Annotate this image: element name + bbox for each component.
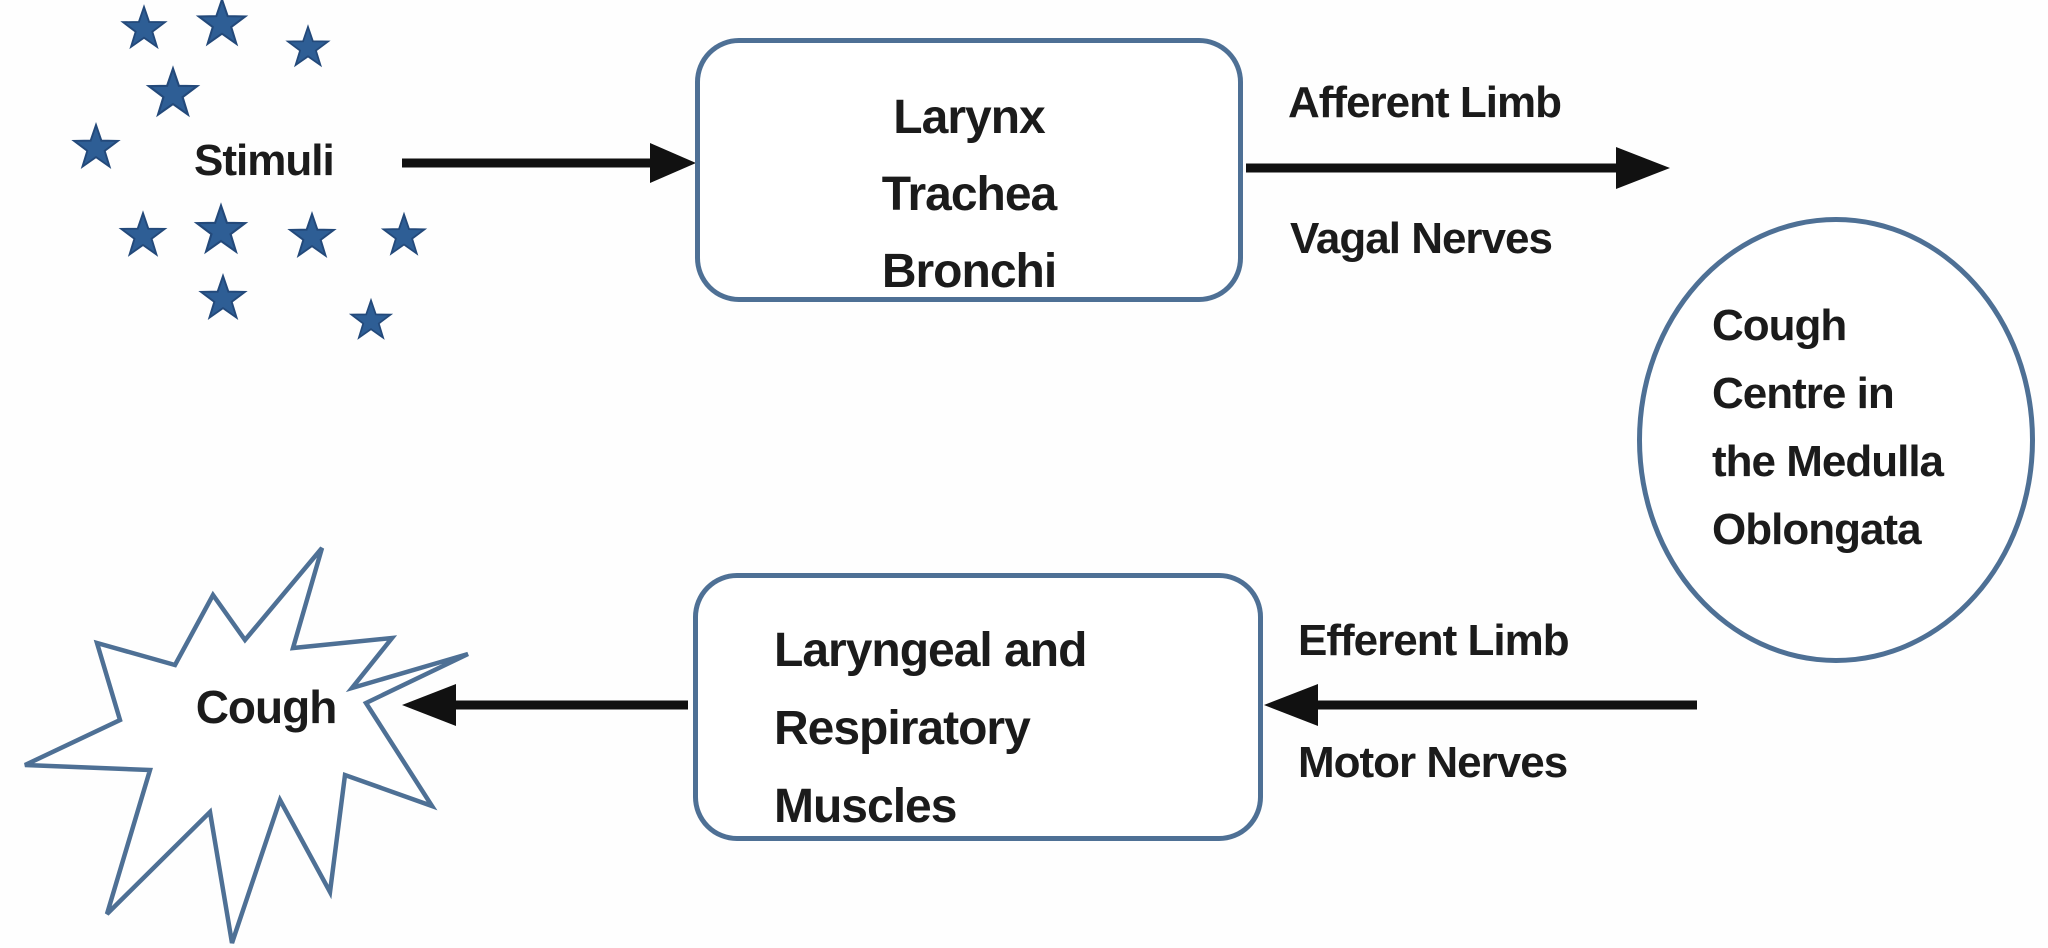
arrow-afferent	[1246, 147, 1670, 189]
cough-label: Cough	[195, 681, 338, 733]
motor-nerves-label: Motor Nerves	[1298, 738, 1568, 787]
arrow-stimuli-to-airways	[402, 143, 696, 183]
vagal-nerves-label: Vagal Nerves	[1290, 214, 1553, 263]
stimuli-label: Stimuli	[194, 136, 335, 185]
muscles-line: Respiratory	[774, 702, 1031, 755]
airways-line: Trachea	[881, 168, 1057, 221]
star-icon	[195, 204, 247, 253]
star-icon	[350, 299, 392, 339]
star-icon	[147, 67, 199, 116]
airways-line: Bronchi	[881, 245, 1057, 298]
star-icon	[73, 123, 119, 168]
airways-line: Larynx	[893, 91, 1045, 144]
star-icon	[289, 212, 335, 257]
cough-centre-line: Oblongata	[1712, 505, 1922, 554]
muscles-node: Laryngeal and Respiratory Muscles	[693, 573, 1263, 841]
muscles-line: Laryngeal and	[774, 624, 1087, 677]
star-icon	[122, 5, 166, 48]
cough-starburst-shape	[24, 546, 469, 944]
airways-node: Larynx Trachea Bronchi	[695, 38, 1243, 302]
cough-centre-line: the Medulla	[1712, 437, 1944, 486]
cough-centre-node-text: Cough Centre in the Medulla Oblongata	[1712, 292, 1944, 564]
cough-centre-line: Cough	[1712, 301, 1847, 350]
star-icon	[120, 212, 166, 256]
afferent-limb-label: Afferent Limb	[1288, 78, 1562, 127]
cough-centre-line: Centre in	[1712, 369, 1895, 418]
arrow-to-cough	[402, 684, 688, 726]
arrow-efferent	[1264, 684, 1697, 726]
efferent-limb-label: Efferent Limb	[1298, 616, 1570, 665]
airways-node-text: Larynx Trachea Bronchi	[700, 43, 1238, 310]
star-icon	[382, 213, 426, 255]
star-icon	[287, 26, 329, 66]
muscles-line: Muscles	[774, 780, 957, 833]
star-icon	[197, 0, 247, 45]
cough-centre-node	[1637, 217, 2035, 663]
muscles-node-text: Laryngeal and Respiratory Muscles	[698, 578, 1258, 846]
star-icon	[200, 274, 246, 319]
